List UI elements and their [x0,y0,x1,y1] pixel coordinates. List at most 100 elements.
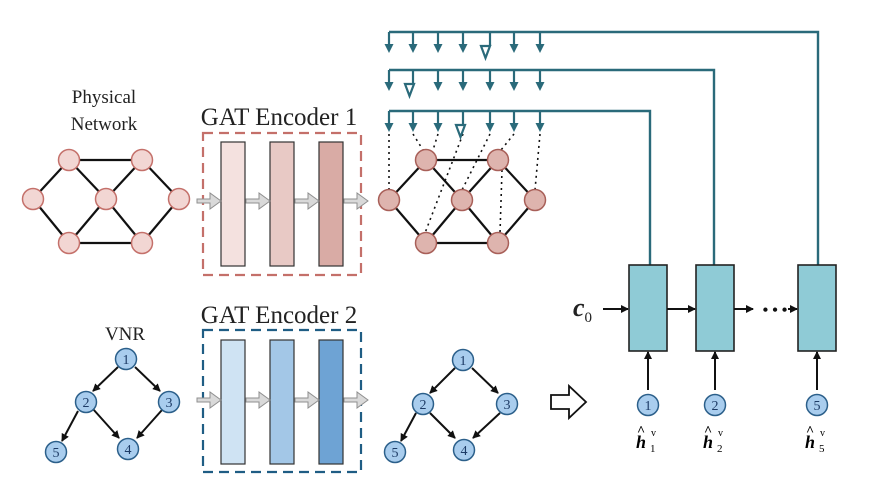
pointer-drop-head [535,123,545,132]
physical-nodes [21,148,191,255]
encoder2-layer-1 [220,339,246,465]
encoded-physical-node [450,188,474,212]
svg-text:v: v [718,428,723,439]
hollow-right-arrow [550,383,588,421]
vnr-node-label: 2 [83,396,90,411]
encoded-vnr-node-label: 3 [504,398,511,413]
physical-node [57,148,81,172]
vnr-node [44,440,68,464]
encoded-physical-node [377,188,401,212]
encoded-physical-node [414,148,438,172]
physical-network-label-line2: Network [71,114,138,135]
decoder-input-node [636,393,660,417]
pointer-drop-head [485,123,495,132]
encoded-vnr-node [451,348,475,372]
pointer-drop-head [535,82,545,91]
pointer-drops [384,32,545,132]
encoded-vnr-node [452,438,476,462]
svg-text:^: ^ [806,424,814,439]
encoder2-title: GAT Encoder 2 [201,302,357,329]
initial-state-label: c0 [573,293,592,326]
vnr-node-label: 4 [125,443,132,458]
svg-text:v: v [651,428,656,439]
pointer-drop-head [509,82,519,91]
svg-text:5: 5 [819,443,825,455]
encoded-vnr-node [383,440,407,464]
pointer-drop-head [384,123,394,132]
encoded-physical-node [486,148,510,172]
physical-network-label-line1: Physical [72,87,136,108]
pointer-drop-head [408,44,418,53]
decoder: c0 • • • 1 2 5 h ^ 1 v h ^ 2 v [573,264,837,455]
pointer-drop-head [535,44,545,53]
vnr-label: VNR [105,324,145,345]
encoded-physical-node [414,231,438,255]
vnr-node-label: 1 [123,353,130,368]
pointer-drop-head [509,44,519,53]
pointer-drop-head [433,123,443,132]
decoder-input-node [805,393,829,417]
pointer-drop-head [509,123,519,132]
pointer-drop-head [384,44,394,53]
svg-text:2: 2 [717,443,723,455]
encoded-vnr-node-label: 2 [420,398,427,413]
vnr-node [114,347,138,371]
pointer-lines [389,30,820,265]
decoder-input-node-label: 2 [712,399,719,414]
decoder-input-node [703,393,727,417]
physical-node [94,187,118,211]
encoder1-title: GAT Encoder 1 [201,104,357,131]
vnr-node [157,390,181,414]
svg-text:^: ^ [637,424,645,439]
encoded-vnr-node-label: 5 [392,446,399,461]
pointer-drop-head [458,82,468,91]
encoded-physical-node [523,188,547,212]
vnr-node [116,437,140,461]
physical-node [57,231,81,255]
encoded-vnr-node-label: 4 [461,444,468,459]
encoder2-layer-2 [269,339,295,465]
h-hat-label-1: h ^ 1 v [636,424,656,455]
pointer-drop-head [384,82,394,91]
decoder-input-node-label: 1 [645,399,652,414]
encoder2-layer-3 [318,339,344,465]
pointer-drop-head [433,44,443,53]
vnr-graph-left: 1 2 3 4 5 [44,347,181,464]
decoder-cell-3 [797,264,837,352]
vnr-node [74,390,98,414]
h-hat-label-2: h ^ 2 v [703,424,723,455]
physical-node [130,148,154,172]
encoded-physical-graph [377,133,547,255]
h-hat-label-5: h ^ 5 v [805,424,825,455]
vnr-node-label: 5 [53,446,60,461]
encoder1-flow-arrows [196,192,369,210]
pointer-drop-head [408,123,418,132]
encoded-vnr-node-label: 1 [460,354,467,369]
encoder1-layer-2 [269,141,295,267]
svg-text:^: ^ [704,424,712,439]
encoder2-flow-arrows [196,391,369,409]
decoder-ellipsis: • • • [763,302,788,319]
svg-text:h: h [805,432,815,452]
vnr-node-label: 3 [166,396,173,411]
encoded-vnr-node [411,392,435,416]
encoded-vnr-graph: 1 2 3 4 5 [383,348,519,464]
physical-node [130,231,154,255]
encoder1-layer-3 [318,141,344,267]
svg-text:v: v [820,428,825,439]
decoder-cell-1 [628,264,668,352]
pointer-drop-head [458,44,468,53]
decoder-cell-2 [695,264,735,352]
svg-text:1: 1 [650,443,656,455]
physical-node [21,187,45,211]
svg-text:h: h [703,432,713,452]
physical-node [167,187,191,211]
decoder-input-node-label: 5 [814,399,821,414]
pointer-drop-head [433,82,443,91]
encoded-physical-node [486,231,510,255]
pointer-drop-head [485,82,495,91]
encoder1-layer-1 [220,141,246,267]
pointer-hollow-markers [403,44,492,141]
svg-text:h: h [636,432,646,452]
